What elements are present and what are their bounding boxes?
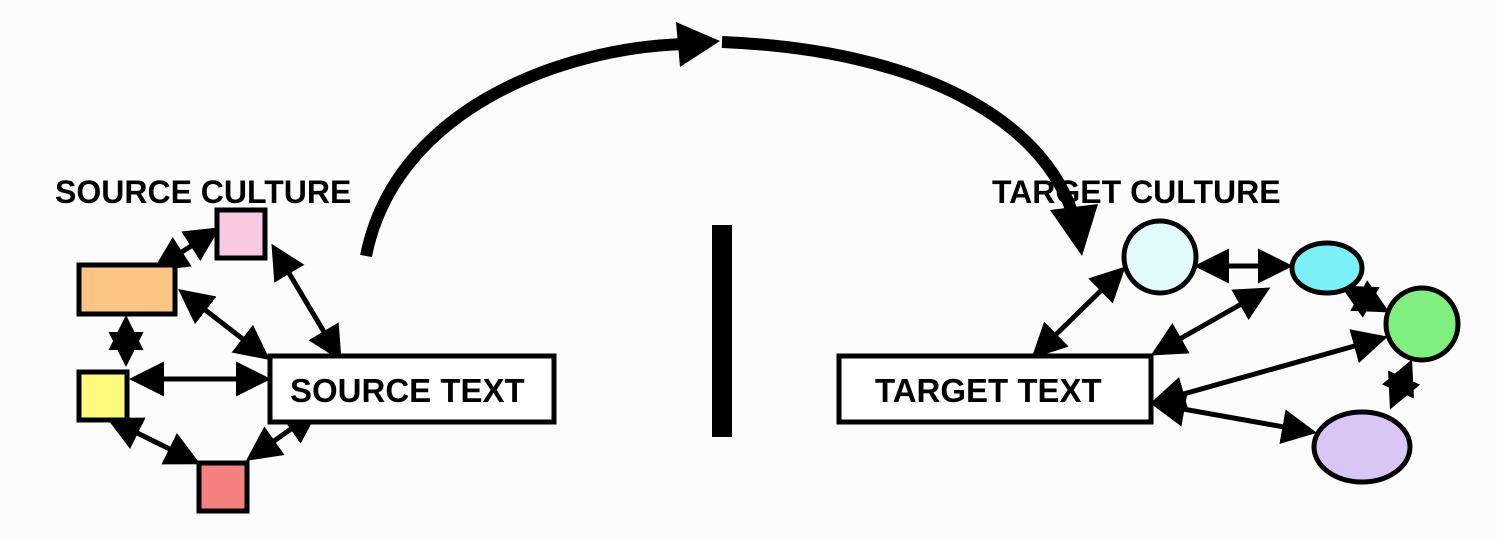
source-pink-box xyxy=(214,207,268,261)
transfer-arc-right-arrowhead xyxy=(1050,204,1098,256)
source-connectors xyxy=(106,227,342,465)
target-green-circle xyxy=(1383,285,1461,363)
target-culture-label: TARGET CULTURE xyxy=(992,174,1281,210)
connector-yellow-red xyxy=(106,417,201,465)
source-yellow-box xyxy=(76,369,130,423)
target-lavender-ellipse xyxy=(1311,409,1413,485)
connector-cyan-green xyxy=(1340,280,1390,318)
divider-bar xyxy=(712,225,732,437)
source-text-label: SOURCE TEXT xyxy=(290,372,525,409)
source-text-box xyxy=(267,353,557,425)
connector-green-lavender xyxy=(1381,359,1421,410)
source-red-box xyxy=(196,460,250,514)
transfer-arc-left-arrowhead xyxy=(676,22,720,67)
connector-targettext-lightcyan xyxy=(1031,266,1126,359)
connector-orange-sourcetext xyxy=(178,288,270,361)
connector-pink-sourcetext xyxy=(271,243,342,362)
target-connectors xyxy=(1031,248,1421,444)
connector-targettext-cyan xyxy=(1150,287,1271,356)
source-orange-box xyxy=(76,262,178,317)
transfer-arc-right xyxy=(721,36,1080,220)
connector-targettext-lavender xyxy=(1150,392,1317,444)
target-text-label: TARGET TEXT xyxy=(875,372,1102,409)
source-culture-label: SOURCE CULTURE xyxy=(55,174,351,210)
connector-targettext-green xyxy=(1150,329,1388,411)
connector-pink-orange xyxy=(152,227,221,271)
target-cyan-ellipse xyxy=(1289,240,1365,296)
transfer-arc-left xyxy=(360,38,685,258)
target-light-cyan-circle xyxy=(1121,218,1199,296)
target-text-box xyxy=(836,353,1154,425)
